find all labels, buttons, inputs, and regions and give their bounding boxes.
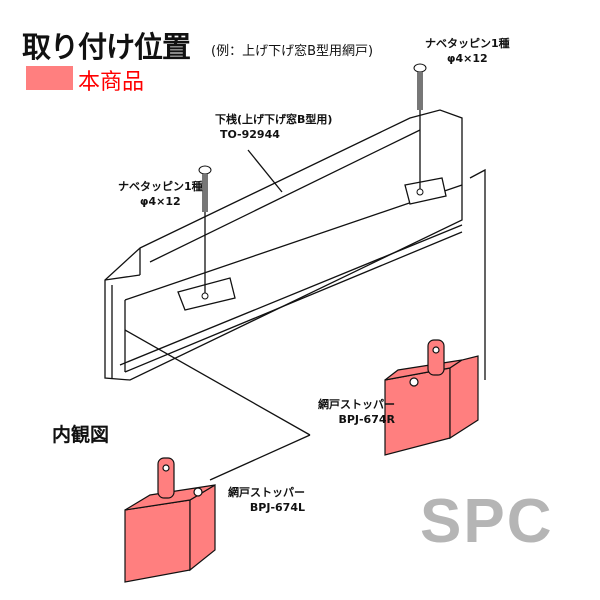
stopper-left-icon — [124, 457, 216, 583]
page-title: 取り付け位置 — [22, 30, 191, 64]
rail-name: 下桟(上げ下げ窓B型用) — [215, 113, 333, 126]
stopper-right-code: BPJ-674R — [338, 413, 395, 426]
rail-label: 下桟(上げ下げ窓B型用) TO-92944 — [215, 112, 332, 142]
rail-code: TO-92944 — [220, 128, 280, 141]
rail-body — [104, 109, 463, 381]
legend-swatch — [26, 66, 73, 90]
screw-left-icon — [198, 165, 212, 212]
page-subtitle: (例：上げ下げ窓B型用網戸) — [211, 44, 374, 59]
stopper-left-label: 網戸ストッパー BPJ-674L — [228, 485, 305, 515]
stopper-right-name: 網戸ストッパー — [318, 398, 395, 411]
legend-label: 本商品 — [78, 70, 145, 95]
stopper-right-label: 網戸ストッパー BPJ-674R — [318, 397, 395, 427]
stopper-right-icon — [384, 339, 479, 456]
stopper-left-code: BPJ-674L — [249, 501, 305, 514]
screw-right-icon — [413, 63, 427, 110]
screw-right-name: ナベタッピン1種 — [425, 37, 510, 50]
watermark: SPC — [420, 487, 554, 556]
stopper-left-name: 網戸ストッパー — [228, 486, 305, 499]
screw-right-size: φ4×12 — [446, 52, 488, 65]
screw-right-label: ナベタッピン1種 φ4×12 — [425, 36, 510, 66]
screw-left-size: φ4×12 — [139, 195, 181, 208]
mounting-plate-right — [404, 177, 447, 205]
interior-view-label: 内観図 — [52, 424, 110, 446]
screw-left-name: ナベタッピン1種 — [118, 180, 203, 193]
screw-left-label: ナベタッピン1種 φ4×12 — [118, 179, 203, 209]
